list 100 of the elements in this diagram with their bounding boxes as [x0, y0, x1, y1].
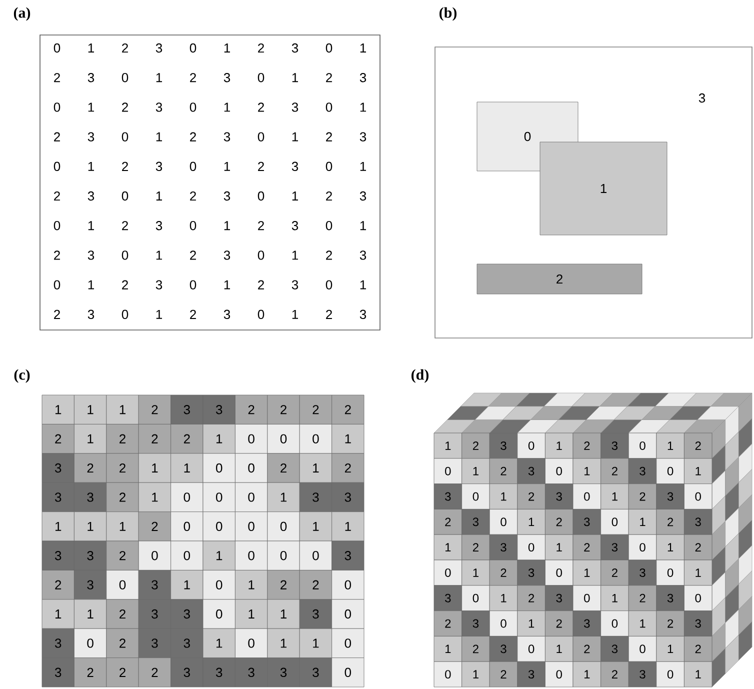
grid-number: 3: [556, 492, 562, 501]
grid-number: 0: [326, 280, 332, 290]
grid-number: 0: [190, 102, 196, 112]
grid-number: 3: [292, 221, 298, 230]
grid-cell: 2: [332, 453, 364, 483]
panel-letter: (b): [440, 7, 456, 21]
grid-number: 0: [258, 191, 264, 201]
grid-number: 0: [258, 73, 264, 82]
grid-number: 0: [54, 43, 60, 53]
grid-number: 2: [326, 132, 332, 142]
grid-number: 0: [190, 221, 196, 230]
grid-number: 2: [612, 670, 618, 678]
grid-number: 0: [445, 466, 451, 476]
grid-number: 2: [54, 73, 60, 82]
grid-cell: 1: [74, 424, 107, 454]
grid-cell: 0: [235, 482, 268, 512]
grid-number: 1: [224, 280, 230, 290]
grid-number: 3: [156, 102, 162, 112]
grid-number: 2: [528, 594, 534, 602]
grid-cell: 1: [74, 394, 107, 424]
region-box: 1: [540, 142, 668, 236]
grid-number: 0: [528, 543, 534, 552]
grid-cell: 2: [170, 424, 204, 454]
grid-number: 0: [122, 191, 128, 201]
grid-cell: 1: [202, 540, 236, 570]
grid-number: 2: [122, 43, 128, 53]
grid-number: 3: [360, 132, 366, 142]
grid-cell: 2: [267, 570, 300, 600]
grid-number: 1: [612, 492, 618, 501]
grid-cell: 0: [138, 540, 171, 570]
grid-number: 0: [190, 43, 196, 53]
grid-number: 1: [88, 221, 94, 230]
grid-number: 3: [292, 162, 298, 171]
grid-number: 0: [258, 310, 264, 319]
grid-cell: 0: [235, 512, 268, 542]
grid-cell: 0: [332, 570, 364, 600]
grid-cell: 1: [74, 512, 107, 542]
grid-number: 2: [190, 310, 196, 319]
grid-cell: 3: [170, 599, 204, 629]
grid-cell: 2: [235, 394, 268, 424]
grid-number: 2: [472, 442, 478, 450]
grid-number: 2: [258, 43, 264, 53]
grid-number: 1: [668, 644, 674, 654]
grid-number: 1: [292, 250, 298, 260]
grid-cell: 0: [74, 628, 107, 658]
grid-number: 0: [472, 492, 479, 501]
grid-number: 1: [473, 670, 478, 678]
grid-number: 0: [54, 280, 60, 290]
grid-number: 1: [640, 619, 646, 628]
grid-number: 2: [54, 250, 60, 260]
grid-number: 1: [584, 466, 590, 476]
grid-number: 2: [190, 132, 196, 142]
grid-cell: 3: [202, 394, 236, 424]
grid-cell: 3: [74, 540, 107, 570]
grid-number: 3: [695, 619, 701, 628]
grid-cell: 0: [235, 453, 268, 483]
grid-number: 0: [445, 670, 451, 679]
grid-cell: 3: [332, 540, 364, 570]
grid-number: 2: [695, 543, 701, 552]
grid-number: 0: [122, 73, 128, 82]
grid-number: 1: [584, 670, 590, 678]
panel-letter: (c): [14, 369, 30, 383]
grid-cell: 0: [235, 540, 268, 570]
grid-number: 0: [556, 568, 562, 577]
grid-cell: 2: [106, 482, 139, 512]
grid-cell: 0: [267, 540, 300, 570]
grid-cell: 0: [106, 570, 139, 600]
grid-number: 2: [326, 191, 332, 201]
grid-number: 1: [696, 670, 701, 678]
grid-number: 3: [360, 250, 366, 260]
grid-cell: 3: [42, 540, 74, 570]
grid-cell: 1: [267, 628, 300, 658]
grid-cell: 3: [74, 482, 107, 512]
grid-number: 0: [640, 644, 646, 654]
grid-number: 2: [122, 221, 128, 230]
grid-number: 3: [640, 670, 646, 679]
grid-number: 1: [556, 543, 562, 552]
grid-cell: 1: [202, 628, 236, 658]
grid-cell: 3: [299, 658, 332, 688]
grid-number: 0: [612, 518, 618, 526]
grid-number: 3: [292, 102, 298, 112]
grid-number: 1: [696, 466, 701, 476]
grid-number: 3: [156, 280, 162, 290]
grid-number: 2: [326, 310, 332, 319]
grid-number: 1: [224, 162, 230, 171]
grid-number: 1: [292, 310, 298, 319]
grid-number: 1: [156, 132, 162, 142]
grid-cell: 1: [299, 512, 332, 542]
grid-number: 2: [668, 518, 674, 526]
panel-letter: (d): [412, 369, 428, 383]
grid-cell: 0: [202, 512, 236, 542]
grid-number: 1: [445, 442, 451, 450]
grid-number: 1: [88, 162, 94, 171]
grid-number: 3: [88, 250, 94, 260]
grid-cell: 3: [42, 628, 74, 658]
grid-number: 3: [224, 73, 230, 82]
grid-number: 3: [556, 594, 562, 602]
grid-number: 1: [696, 568, 701, 577]
grid-cell: 2: [138, 394, 171, 424]
grid-number: 3: [224, 132, 230, 142]
